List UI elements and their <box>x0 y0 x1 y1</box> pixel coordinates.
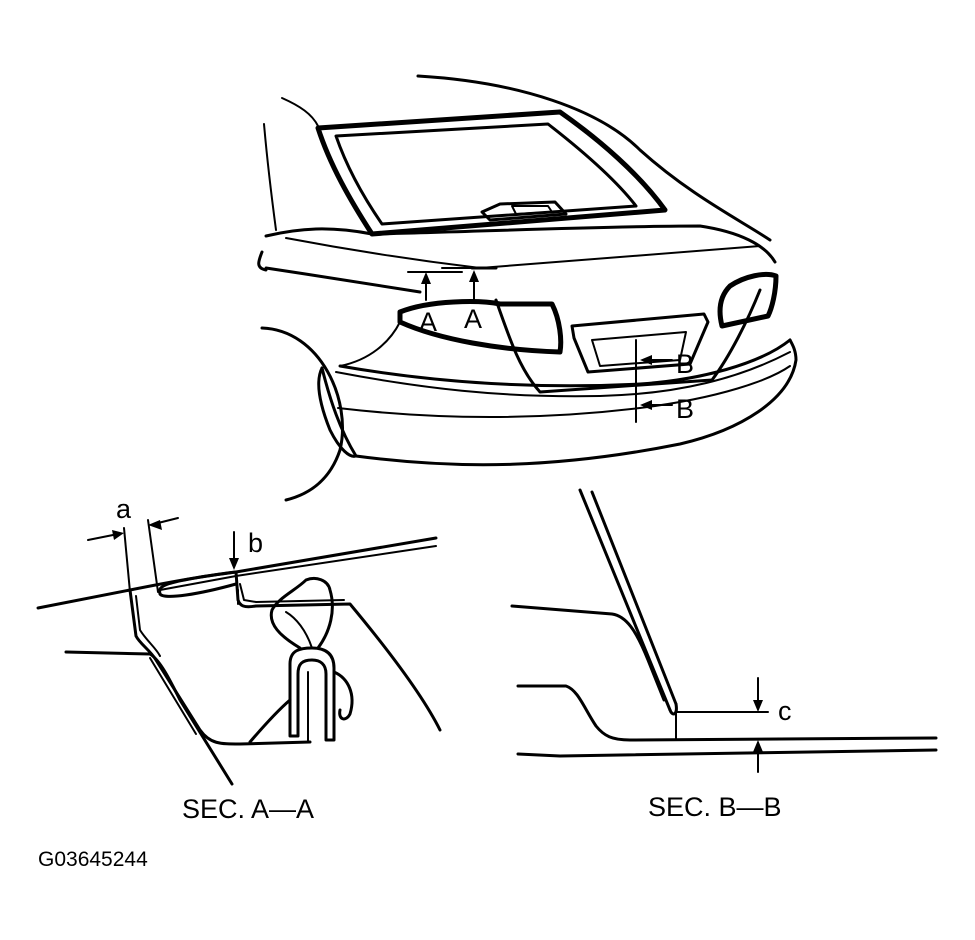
rear-window-inner <box>334 122 638 226</box>
fender-line <box>257 250 268 272</box>
trunk-shoulder-line <box>285 237 761 269</box>
c-pillar-left <box>263 123 277 231</box>
dim-a-ext-left <box>123 527 131 593</box>
roof-line <box>416 74 772 242</box>
section-b-arrowhead-lower <box>640 400 652 410</box>
tail-lamp-right <box>717 271 779 329</box>
section-b-label-lower: B <box>676 394 694 424</box>
section-a-lid-step <box>234 570 442 732</box>
dim-b-label: b <box>248 528 263 558</box>
dim-a-arrowhead-left <box>112 530 124 540</box>
section-b-body-upper <box>516 684 938 742</box>
tail-lamp-left <box>397 299 564 355</box>
section-b-body-lower <box>516 748 938 758</box>
section-b-upper-panel <box>510 604 666 702</box>
dim-a-ext-right <box>147 519 159 593</box>
wheel-arch <box>260 326 344 502</box>
section-a-lid-hem <box>158 570 238 598</box>
stop-lamp-lens <box>511 205 553 215</box>
figure-id: G03645244 <box>38 848 148 871</box>
section-a-clip-neck <box>285 611 313 649</box>
quarter-lower <box>339 321 401 367</box>
section-a-upper-panel-inner <box>159 545 437 591</box>
stop-lamp <box>480 200 568 222</box>
section-b-lid-outer <box>578 488 672 712</box>
dim-b-arrowhead <box>229 558 239 570</box>
section-b-lid-inner <box>590 490 678 706</box>
section-a-body-flange-inner <box>135 595 161 657</box>
section-a-label-left: A <box>419 307 437 337</box>
section-a-clip-leg <box>248 698 292 744</box>
license-plate-area <box>591 331 687 367</box>
trunk-gap-line <box>264 266 422 294</box>
dim-a-label: a <box>116 494 132 524</box>
vehicle-rear-view: A A B B <box>257 74 798 502</box>
section-b-label-upper: B <box>676 349 694 379</box>
bumper-crease <box>335 351 791 398</box>
section-a-clip-tab <box>332 670 354 721</box>
trunk-upper-edge <box>264 224 777 264</box>
dim-c-arrowhead-top <box>753 700 763 712</box>
dim-c-label: c <box>778 696 792 726</box>
dim-c-arrowhead-bottom <box>753 740 763 752</box>
rear-window-outer <box>315 109 668 237</box>
bumper-top <box>338 338 792 388</box>
section-b-arrowhead-upper <box>640 355 652 365</box>
c-pillar-upper <box>281 97 319 127</box>
license-garnish <box>570 312 710 374</box>
bumper-lower <box>320 338 798 467</box>
section-b-b-detail: c SEC. B—B <box>510 488 938 822</box>
section-a-inner-panel-2 <box>149 657 197 735</box>
section-a-a-detail: a b SEC. A—A <box>36 494 442 824</box>
section-a-body-flange <box>128 588 312 746</box>
section-a-arrowhead-right <box>469 270 479 282</box>
section-a-clip-body <box>288 646 336 742</box>
section-a-label-right: A <box>464 304 482 334</box>
section-a-lid-step-inner <box>239 583 345 603</box>
bumper-bottom-line <box>337 365 791 418</box>
section-a-inner-panel <box>64 650 234 786</box>
section-b-caption: SEC. B—B <box>648 792 782 822</box>
dim-a-arrowhead-right <box>148 520 162 530</box>
section-a-clip-head <box>269 576 334 650</box>
bumper-corner <box>317 366 358 458</box>
section-a-caption: SEC. A—A <box>182 794 314 824</box>
section-a-arrowhead-left <box>421 272 431 284</box>
section-b-lid-hem <box>668 702 678 716</box>
